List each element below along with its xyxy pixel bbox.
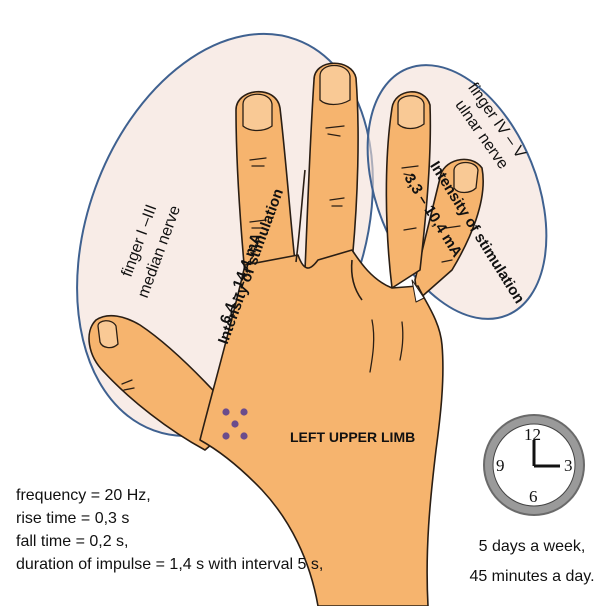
nail	[398, 96, 424, 129]
parameter-frequency: frequency = 20 Hz,	[16, 484, 323, 507]
treatment-schedule: 5 days a week, 45 minutes a day.	[452, 532, 610, 592]
clock-numeral-9: 9	[496, 456, 505, 476]
nail	[98, 321, 118, 348]
electrode-dot	[240, 408, 247, 415]
parameter-impulse-duration: duration of impulse = 1,4 s with interva…	[16, 553, 323, 576]
parameter-rise-time: rise time = 0,3 s	[16, 507, 323, 530]
schedule-minutes: 45 minutes a day.	[452, 562, 610, 592]
stimulation-parameters: frequency = 20 Hz, rise time = 0,3 s fal…	[16, 484, 323, 576]
clock-numeral-12: 12	[524, 425, 541, 445]
schedule-days: 5 days a week,	[452, 532, 610, 562]
electrode-dot	[240, 432, 247, 439]
electrode-dot	[222, 432, 229, 439]
electrode-dot	[222, 408, 229, 415]
nail	[243, 94, 272, 130]
nail	[320, 66, 350, 105]
limb-label: LEFT UPPER LIMB	[290, 429, 415, 445]
electrode-dot	[231, 420, 238, 427]
parameter-fall-time: fall time = 0,2 s,	[16, 530, 323, 553]
clock-numeral-6: 6	[529, 487, 538, 507]
clock-numeral-3: 3	[564, 456, 573, 476]
